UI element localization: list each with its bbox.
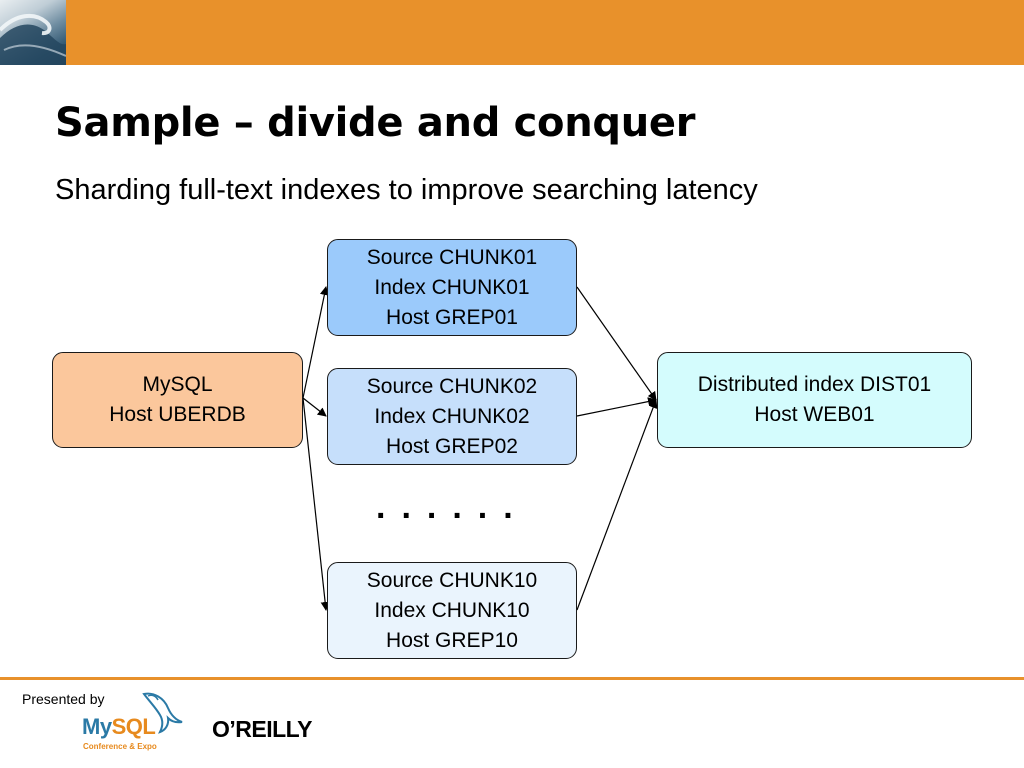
node-label: Host GREP02 — [386, 434, 518, 458]
oreilly-logo: O’REILLY — [212, 716, 312, 742]
mysql-conference-logo: MySQL Conference & Expo — [80, 690, 185, 756]
arrow-chunk10-dist — [576, 399, 658, 611]
arrow-chunk02-dist — [576, 397, 657, 417]
node-label: Source CHUNK01 — [366, 245, 538, 269]
arrow-chunk01-dist — [576, 286, 657, 401]
slide-subtitle: Sharding full-text indexes to improve se… — [55, 174, 758, 206]
slide-title: Sample – divide and conquer — [55, 100, 696, 146]
wave-image — [0, 0, 66, 65]
node-chunk02: Source CHUNK02 Index CHUNK02 Host GREP02 — [327, 368, 577, 465]
node-label: Index CHUNK10 — [374, 598, 530, 622]
arrow-mysql-chunk01 — [302, 286, 329, 399]
conference-tagline: Conference & Expo — [83, 742, 157, 751]
node-label: Index CHUNK01 — [374, 275, 530, 299]
node-label: Index CHUNK02 — [374, 404, 530, 428]
node-mysql-uberdb: MySQL Host UBERDB — [52, 352, 303, 448]
mysql-wordmark: MySQL — [82, 714, 156, 739]
node-label: Host WEB01 — [754, 403, 875, 426]
dolphin-icon — [142, 692, 183, 734]
header-bar — [0, 0, 1024, 65]
node-label: Host UBERDB — [109, 403, 246, 426]
node-label: Host GREP10 — [386, 628, 518, 652]
node-label: Source CHUNK10 — [366, 568, 538, 592]
node-label: Host GREP01 — [386, 305, 518, 329]
footer-divider — [0, 677, 1024, 680]
ellipsis-more-chunks: ...... — [376, 488, 529, 526]
node-label: Distributed index DIST01 — [697, 373, 932, 396]
node-label: MySQL — [142, 373, 213, 396]
node-chunk01: Source CHUNK01 Index CHUNK01 Host GREP01 — [327, 239, 577, 336]
node-label: Source CHUNK02 — [366, 374, 538, 398]
arrow-mysql-chunk02 — [302, 397, 327, 417]
presented-by-label: Presented by — [22, 691, 105, 707]
node-chunk10: Source CHUNK10 Index CHUNK10 Host GREP10 — [327, 562, 577, 659]
arrow-mysql-chunk10 — [302, 397, 330, 611]
node-distributed-index: Distributed index DIST01 Host WEB01 — [657, 352, 972, 448]
